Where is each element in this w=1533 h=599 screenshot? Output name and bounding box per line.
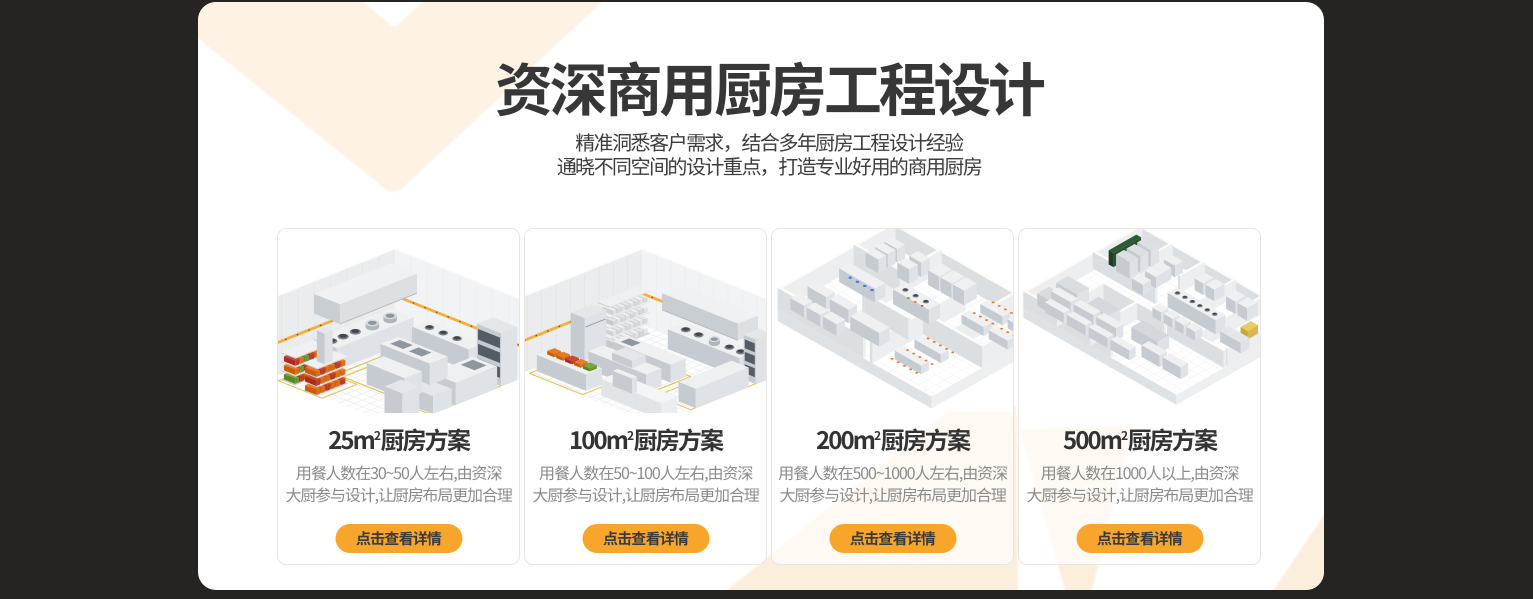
card-description-line1: 用餐人数在1000人以上,由资深 [1040, 460, 1240, 484]
chevron-top-left [198, 2, 602, 193]
card-area: 200m [815, 421, 876, 456]
kitchen-render [278, 229, 519, 413]
card-area: 500m [1062, 421, 1123, 456]
card-description: 用餐人数在500~1000人左右,由资深大厨参与设计,让厨房布局更加合理 [772, 460, 1013, 506]
view-details-button[interactable]: 点击查看详情 [335, 524, 462, 553]
card-area-superscript: 2 [373, 427, 381, 444]
card-title-suffix: 厨房方案 [880, 421, 971, 456]
kitchen-design-section: 资深商用厨房工程设计 精准洞悉客户需求，结合多年厨房工程设计经验通晓不同空间的设… [198, 2, 1324, 590]
kitchen-render-illustration [772, 229, 1013, 413]
section-title: 资深商用厨房工程设计 [494, 44, 1046, 128]
card-description-line1: 用餐人数在500~1000人左右,由资深 [778, 460, 1008, 484]
card-description-line2: 大厨参与设计,让厨房布局更加合理 [285, 481, 512, 506]
card-description-line2: 大厨参与设计,让厨房布局更加合理 [1026, 481, 1253, 506]
view-details-button[interactable]: 点击查看详情 [829, 524, 956, 553]
card-title-suffix: 厨房方案 [380, 421, 470, 456]
kitchen-render [772, 229, 1013, 413]
plan-card: 25m2厨房方案 用餐人数在30~50人左右,由资深大厨参与设计,让厨房布局更加… [277, 228, 520, 565]
card-description-line1: 用餐人数在50~100人左右,由资深 [538, 460, 753, 484]
card-area-superscript: 2 [874, 427, 881, 444]
view-details-button[interactable]: 点击查看详情 [582, 524, 709, 553]
section-subtitle-line2: 通晓不同空间的设计重点，打造专业好用的商用厨房 [556, 150, 983, 180]
card-title: 25m2厨房方案 [278, 427, 519, 451]
card-description-line2: 大厨参与设计,让厨房布局更加合理 [779, 481, 1006, 506]
kitchen-render [525, 229, 766, 413]
plan-card: 500m2厨房方案 用餐人数在1000人以上,由资深大厨参与设计,让厨房布局更加… [1018, 228, 1261, 565]
card-title: 100m2厨房方案 [525, 427, 766, 451]
card-area-superscript: 2 [627, 427, 634, 444]
chevron-bottom-corner [1273, 514, 1324, 590]
kitchen-render-illustration [278, 229, 519, 413]
kitchen-render-illustration [1019, 229, 1260, 413]
card-description-line2: 大厨参与设计,让厨房布局更加合理 [532, 481, 759, 506]
card-description: 用餐人数在50~100人左右,由资深大厨参与设计,让厨房布局更加合理 [525, 460, 766, 506]
view-details-button[interactable]: 点击查看详情 [1076, 524, 1203, 553]
kitchen-render [1019, 229, 1260, 413]
section-subtitle: 精准洞悉客户需求，结合多年厨房工程设计经验通晓不同空间的设计重点，打造专业好用的… [206, 130, 1324, 177]
section-subtitle-line1: 精准洞悉客户需求，结合多年厨房工程设计经验 [575, 127, 964, 156]
card-description-line1: 用餐人数在30~50人左右,由资深 [295, 460, 502, 484]
card-area: 100m [568, 421, 629, 456]
card-title: 200m2厨房方案 [772, 427, 1013, 451]
plan-cards-row: 25m2厨房方案 用餐人数在30~50人左右,由资深大厨参与设计,让厨房布局更加… [277, 228, 1261, 565]
plan-card: 100m2厨房方案 用餐人数在50~100人左右,由资深大厨参与设计,让厨房布局… [524, 228, 767, 565]
card-title-suffix: 厨房方案 [633, 421, 724, 456]
card-title-suffix: 厨房方案 [1127, 421, 1218, 456]
plan-card: 200m2厨房方案 用餐人数在500~1000人左右,由资深大厨参与设计,让厨房… [771, 228, 1014, 565]
card-description: 用餐人数在1000人以上,由资深大厨参与设计,让厨房布局更加合理 [1019, 460, 1260, 506]
card-description: 用餐人数在30~50人左右,由资深大厨参与设计,让厨房布局更加合理 [278, 460, 519, 506]
kitchen-render-illustration [525, 229, 766, 413]
card-area-superscript: 2 [1121, 427, 1128, 444]
card-area: 25m [328, 421, 376, 456]
card-title: 500m2厨房方案 [1019, 427, 1260, 451]
